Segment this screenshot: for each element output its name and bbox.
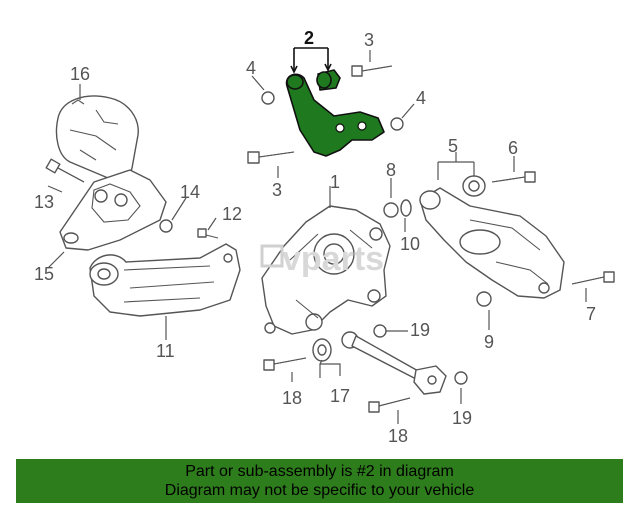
part-16-cover[interactable] — [55, 95, 139, 181]
part-14-nut[interactable] — [159, 219, 173, 233]
callout-labels: 2 1 3 3 4 4 5 6 7 8 9 10 11 12 13 14 15 … — [34, 28, 596, 446]
callout-7: 7 — [586, 304, 596, 324]
leader-lines — [47, 47, 587, 424]
part-3-bolt-upper[interactable] — [351, 65, 393, 77]
part-18-bolt-bottom[interactable] — [368, 397, 411, 413]
part-2-upper-control-arm[interactable] — [285, 73, 385, 157]
part-4-nut-left[interactable] — [261, 91, 275, 105]
callout-17: 17 — [330, 386, 350, 406]
part-17-lateral-link[interactable] — [341, 331, 447, 395]
callout-18-left: 18 — [282, 388, 302, 408]
callout-3-upper: 3 — [364, 30, 374, 50]
part-10-washer[interactable] — [400, 199, 412, 217]
part-19-nut-upper[interactable] — [373, 324, 387, 338]
part-19-nut-lower[interactable] — [454, 371, 468, 385]
callout-1: 1 — [330, 172, 340, 192]
callout-2: 2 — [304, 28, 314, 48]
part-15-bracket[interactable] — [59, 169, 167, 251]
part-17-bushing[interactable] — [312, 338, 332, 362]
banner-line-disclaimer: Diagram may not be specific to your vehi… — [164, 482, 475, 499]
callout-19-upper: 19 — [410, 320, 430, 340]
callout-14: 14 — [180, 182, 200, 202]
callout-5: 5 — [448, 136, 458, 156]
callout-9: 9 — [484, 332, 494, 352]
part-11-trailing-arm[interactable] — [89, 243, 241, 317]
banner-line-part: Part or sub-assembly is #2 in diagram — [185, 463, 454, 480]
callout-4-right: 4 — [416, 88, 426, 108]
callout-6: 6 — [508, 138, 518, 158]
callout-4-left: 4 — [246, 58, 256, 78]
part-13-bolt[interactable] — [45, 158, 85, 183]
part-5-lower-arm[interactable] — [419, 187, 565, 299]
info-banner: Part or sub-assembly is #2 in diagram Di… — [16, 459, 623, 503]
callout-10: 10 — [400, 234, 420, 254]
callout-19-lower: 19 — [452, 408, 472, 428]
callout-8: 8 — [386, 160, 396, 180]
callout-3-lower: 3 — [272, 180, 282, 200]
callout-15: 15 — [34, 264, 54, 284]
part-12-bolt[interactable] — [197, 228, 219, 239]
part-3-bolt-lower[interactable] — [247, 151, 295, 164]
watermark-brand: vparts — [282, 240, 384, 278]
part-8-nut[interactable] — [383, 202, 399, 218]
part-6-bolt[interactable] — [491, 171, 536, 183]
callout-12: 12 — [222, 204, 242, 224]
callout-16: 16 — [70, 64, 90, 84]
callout-11: 11 — [156, 341, 175, 361]
callout-13: 13 — [34, 192, 54, 212]
part-1-knuckle[interactable] — [261, 205, 391, 335]
watermark-logo: vparts — [260, 240, 384, 278]
exploded-parts-diagram: 2 1 3 3 4 4 5 6 7 8 9 10 11 12 13 14 15 … — [34, 28, 615, 446]
part-18-bolt-left[interactable] — [263, 357, 307, 371]
callout-18-bottom: 18 — [388, 426, 408, 446]
part-2-bushing[interactable] — [316, 69, 341, 91]
part-5-bushing[interactable] — [462, 175, 486, 197]
part-9-nut[interactable] — [476, 291, 492, 307]
part-4-nut-right[interactable] — [390, 117, 404, 131]
part-7-bolt[interactable] — [571, 271, 615, 285]
